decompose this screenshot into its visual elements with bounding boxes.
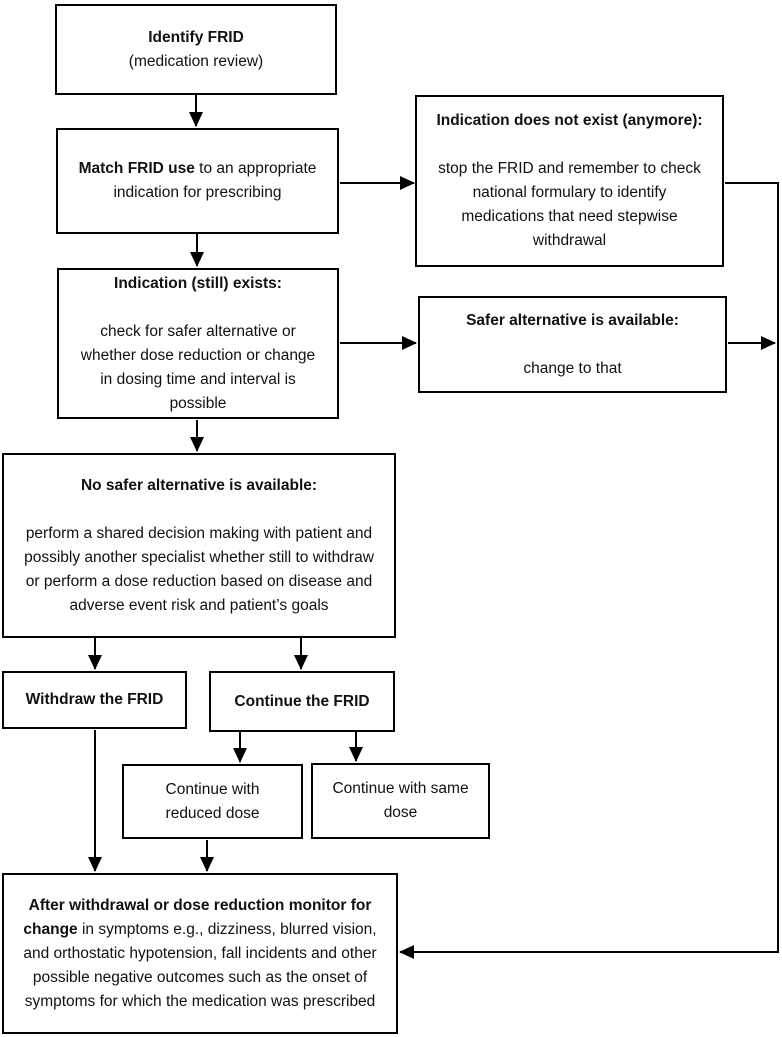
flow-box-identify-frid: Identify FRID (medication review): [55, 4, 337, 95]
continue-reduced-dose-body: Continue with reduced dose: [165, 780, 260, 822]
indication-does-not-exist-body: stop the FRID and remember to check nati…: [438, 160, 701, 249]
flow-box-no-safer-alternative: No safer alternative is available: perfo…: [2, 453, 396, 638]
flow-box-indication-does-not-exist: Indication does not exist (anymore): sto…: [415, 95, 724, 267]
indication-still-exists-title: Indication (still) exists:: [114, 274, 282, 292]
flow-box-indication-still-exists: Indication (still) exists: check for saf…: [57, 268, 339, 419]
flow-box-continue-same-dose: Continue with same dose: [311, 763, 490, 839]
indication-still-exists-body: check for safer alternative or whether d…: [80, 322, 316, 412]
no-safer-alternative-body: perform a shared decision making with pa…: [24, 524, 374, 614]
monitor-text: After withdrawal or dose reduction monit…: [20, 894, 380, 1014]
no-safer-alternative-title: No safer alternative is available:: [80, 476, 318, 494]
flow-box-withdraw-frid: Withdraw the FRID: [2, 671, 187, 729]
withdraw-frid-title: Withdraw the FRID: [25, 691, 164, 708]
flow-box-continue-frid: Continue the FRID: [209, 671, 395, 732]
flow-box-monitor-for-change: After withdrawal or dose reduction monit…: [2, 873, 398, 1034]
indication-does-not-exist-title: Indication does not exist (anymore):: [436, 112, 703, 129]
monitor-rest: in symptoms e.g., dizziness, blurred vis…: [23, 920, 377, 1010]
monitor-bold: After withdrawal or dose reduction monit…: [23, 896, 372, 938]
identify-frid-body: (medication review): [128, 52, 264, 70]
flow-box-continue-reduced-dose: Continue with reduced dose: [122, 764, 303, 839]
identify-frid-title: Identify FRID: [148, 28, 244, 46]
flow-box-match-frid-use: Match FRID use to an appropriate indicat…: [56, 128, 339, 234]
match-frid-rest: to an appropriate indication for prescri…: [113, 160, 317, 201]
safer-alternative-body: change to that: [523, 359, 622, 377]
match-frid-bold: Match FRID use: [78, 160, 195, 177]
safer-alternative-title: Safer alternative is available:: [466, 311, 679, 329]
match-frid-text: Match FRID use to an appropriate indicat…: [74, 157, 321, 205]
flow-box-safer-alternative-available: Safer alternative is available: change t…: [418, 296, 727, 393]
continue-same-dose-body: Continue with same dose: [332, 780, 469, 821]
continue-frid-title: Continue the FRID: [234, 692, 370, 710]
